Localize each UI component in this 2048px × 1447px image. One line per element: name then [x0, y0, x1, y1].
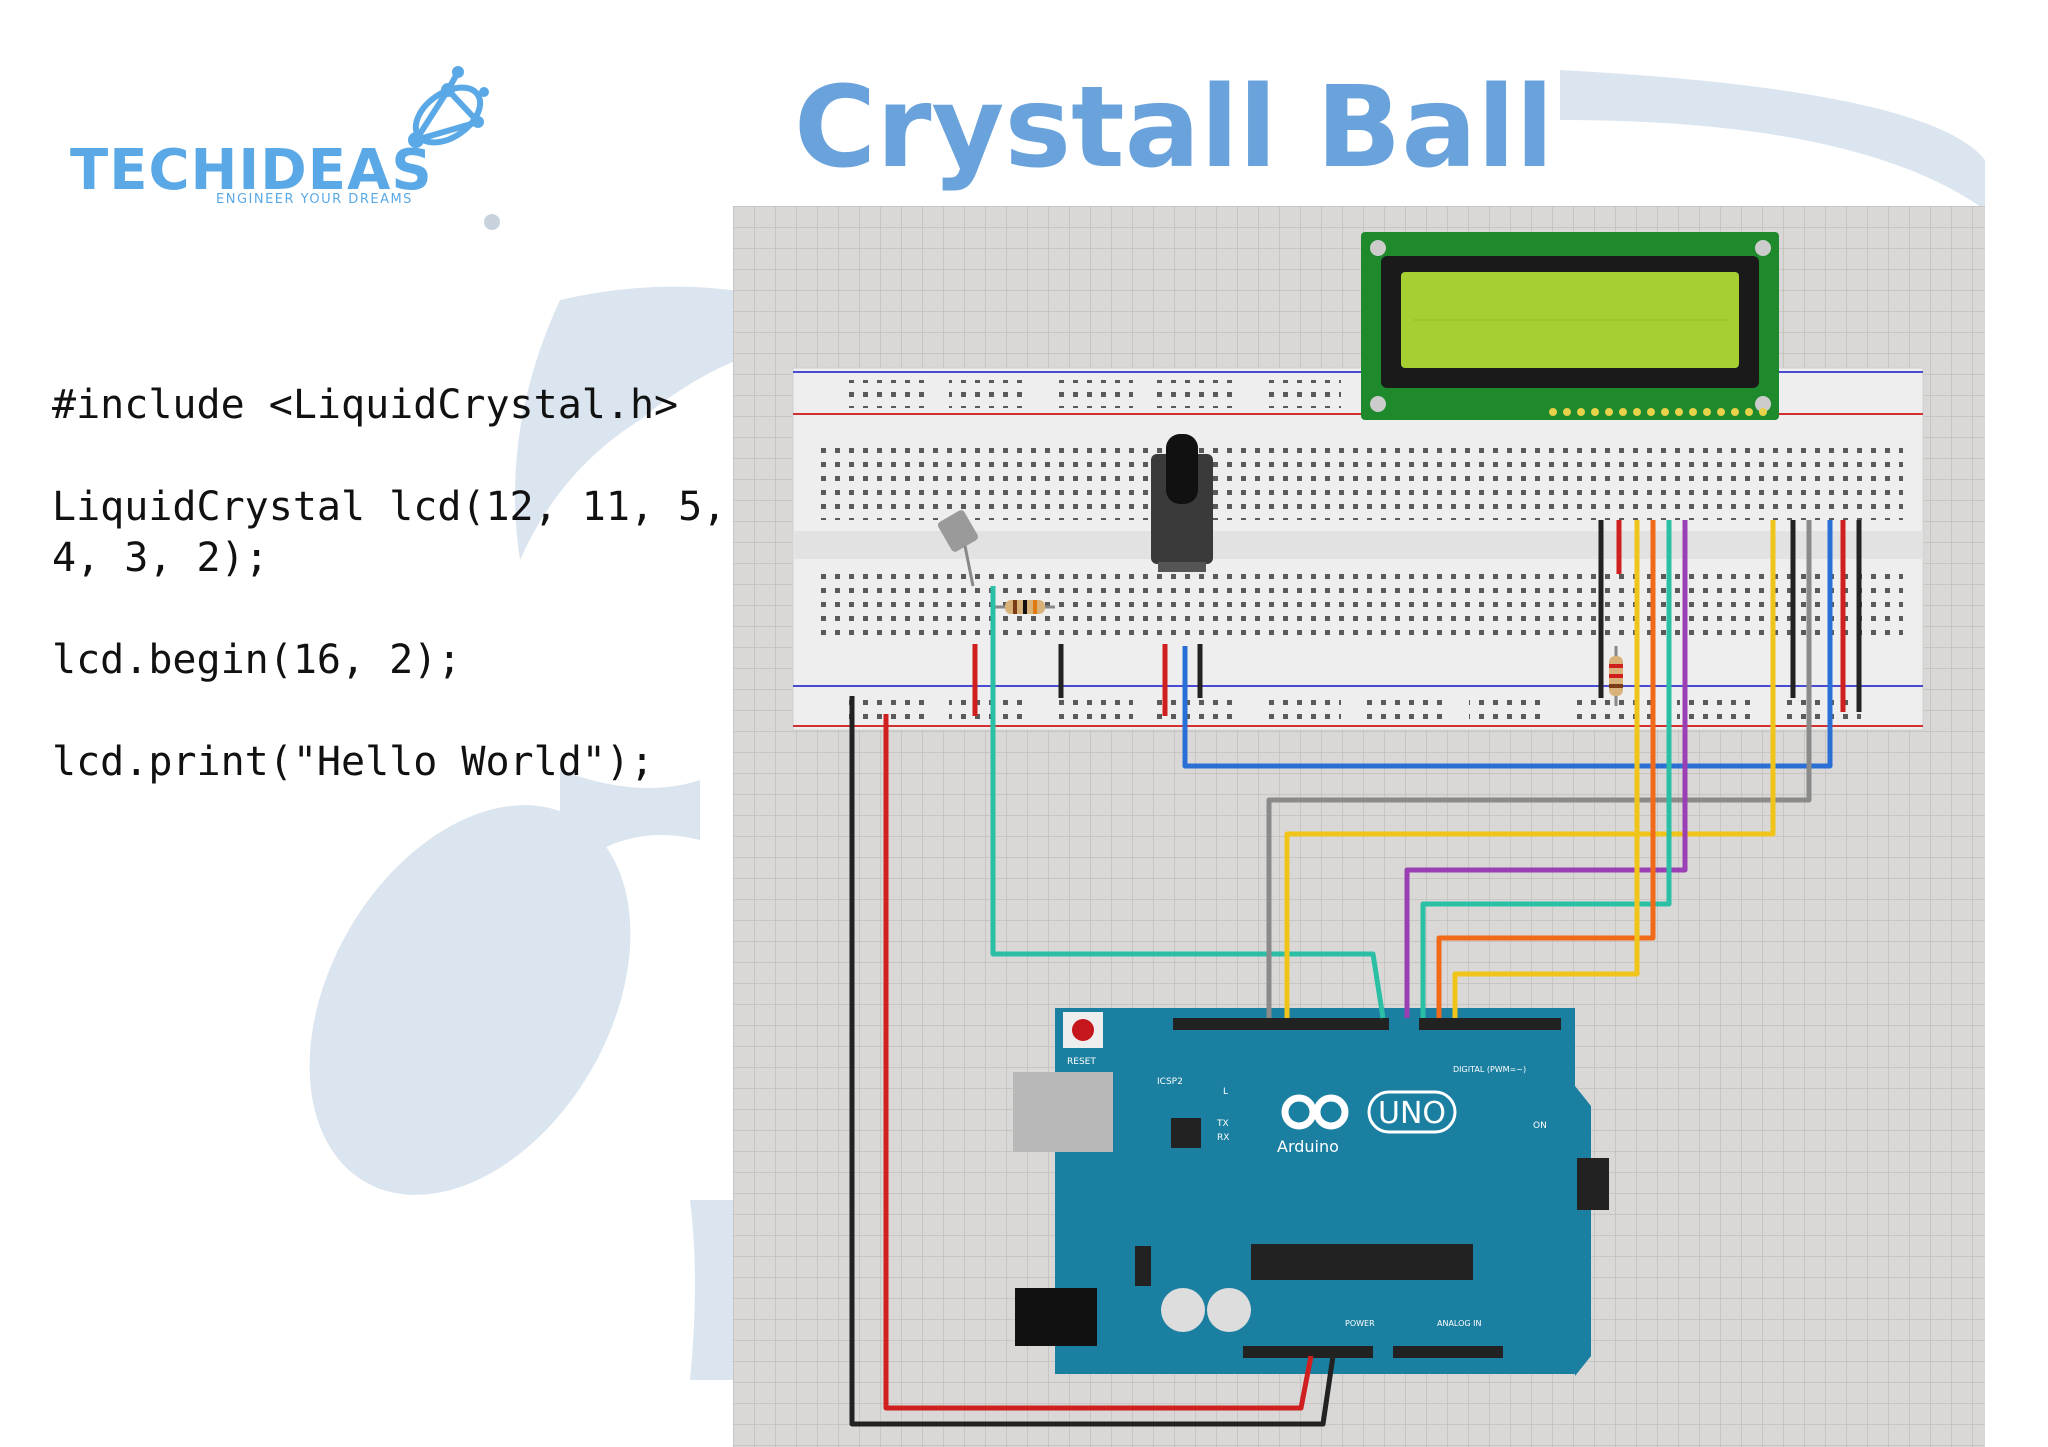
l-label: L: [1223, 1087, 1228, 1097]
resistor-tilt: [995, 600, 1055, 614]
on-label: ON: [1533, 1121, 1547, 1131]
code-line-print: lcd.print("Hello World");: [52, 739, 655, 785]
code-block: #include <LiquidCrystal.h> LiquidCrystal…: [52, 380, 742, 788]
wire-d7: [1452, 520, 1640, 1018]
digital-label: DIGITAL (PWM=~): [1453, 1065, 1526, 1074]
circuit-diagram: UNO Arduino RESET ICSP2 DIGITAL (PWM=~) …: [733, 206, 1985, 1447]
arduino-brand-text: Arduino: [1277, 1137, 1339, 1156]
wire-enable: [1284, 520, 1776, 1018]
tx-label: TX: [1216, 1119, 1229, 1129]
wire-pot-wiper: [1182, 520, 1833, 769]
arduino-model-text: UNO: [1378, 1096, 1446, 1131]
reset-label: RESET: [1067, 1057, 1096, 1067]
icsp-label: ICSP2: [1157, 1077, 1183, 1087]
wire-gnd-main: [849, 696, 1336, 1427]
code-line-begin: lcd.begin(16, 2);: [52, 637, 462, 683]
logo-wordmark: TECHIDEAS: [70, 138, 433, 203]
lcd-display: [1361, 232, 1779, 420]
page-title: Crystall Ball: [794, 63, 1554, 193]
wire-d6: [1436, 520, 1656, 1018]
arduino-uno-board: UNO Arduino RESET ICSP2 DIGITAL (PWM=~) …: [1013, 1008, 1609, 1376]
breadboard: [792, 367, 1924, 731]
potentiometer: [1151, 434, 1213, 572]
wire-tilt-signal: [990, 586, 1386, 1019]
power-label: POWER: [1345, 1319, 1375, 1328]
tilt-sensor: [937, 510, 979, 587]
wire-d4: [1404, 520, 1688, 1018]
analog-label: ANALOG IN: [1437, 1319, 1482, 1328]
wire-d5: [1420, 520, 1672, 1018]
resistor-backlight: [1609, 646, 1623, 706]
code-line-constructor: LiquidCrystal lcd(12, 11, 5, 4, 3, 2);: [52, 484, 727, 581]
wire-5v-main: [883, 714, 1314, 1411]
network-atom-icon: [408, 66, 489, 148]
techideas-logo: TECHIDEAS ENGINEER YOUR DREAMS: [70, 60, 500, 240]
rx-label: RX: [1217, 1133, 1229, 1143]
code-line-include: #include <LiquidCrystal.h>: [52, 382, 679, 428]
wire-rs: [1266, 520, 1812, 1018]
logo-tagline: ENGINEER YOUR DREAMS: [216, 192, 413, 207]
